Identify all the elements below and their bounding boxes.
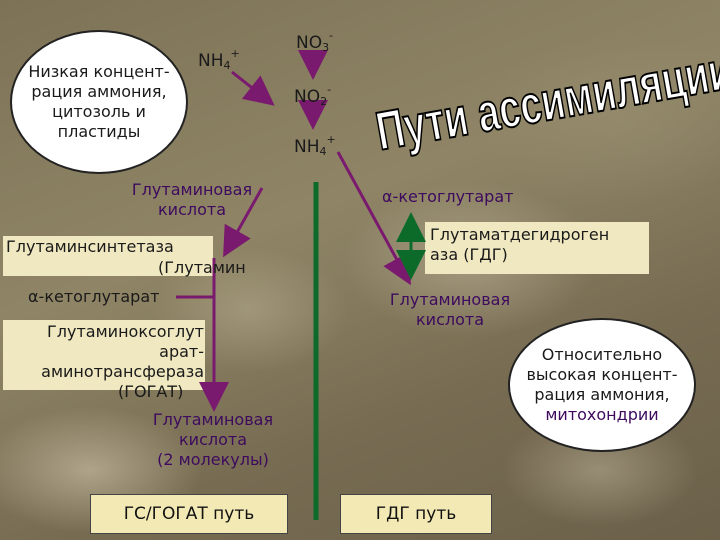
- gs-gogat-path-label: ГС/ГОГАТ путь: [90, 494, 288, 534]
- left-glu-acid: Глутаминовая кислота: [112, 180, 272, 220]
- right-akg-label: α-кетоглутарат: [382, 187, 513, 207]
- glutamine-label: (Глутамин: [158, 258, 246, 278]
- left-akg-label: α-кетоглутарат: [28, 287, 159, 307]
- right-product: Глутаминовая кислота: [370, 290, 530, 330]
- gogat-enzyme-label: Глутаминоксоглут арат- аминотрансфераза …: [4, 322, 204, 402]
- gdh-path-label: ГДГ путь: [340, 494, 492, 534]
- page-title: Пути ассимиляции: [372, 40, 720, 162]
- gdh-enzyme-label: Глутаматдегидроген аза (ГДГ): [430, 225, 609, 265]
- gs-enzyme-label: Глутаминсинтетаза: [6, 237, 174, 257]
- left-product: Глутаминовая кислота (2 молекулы): [128, 410, 298, 470]
